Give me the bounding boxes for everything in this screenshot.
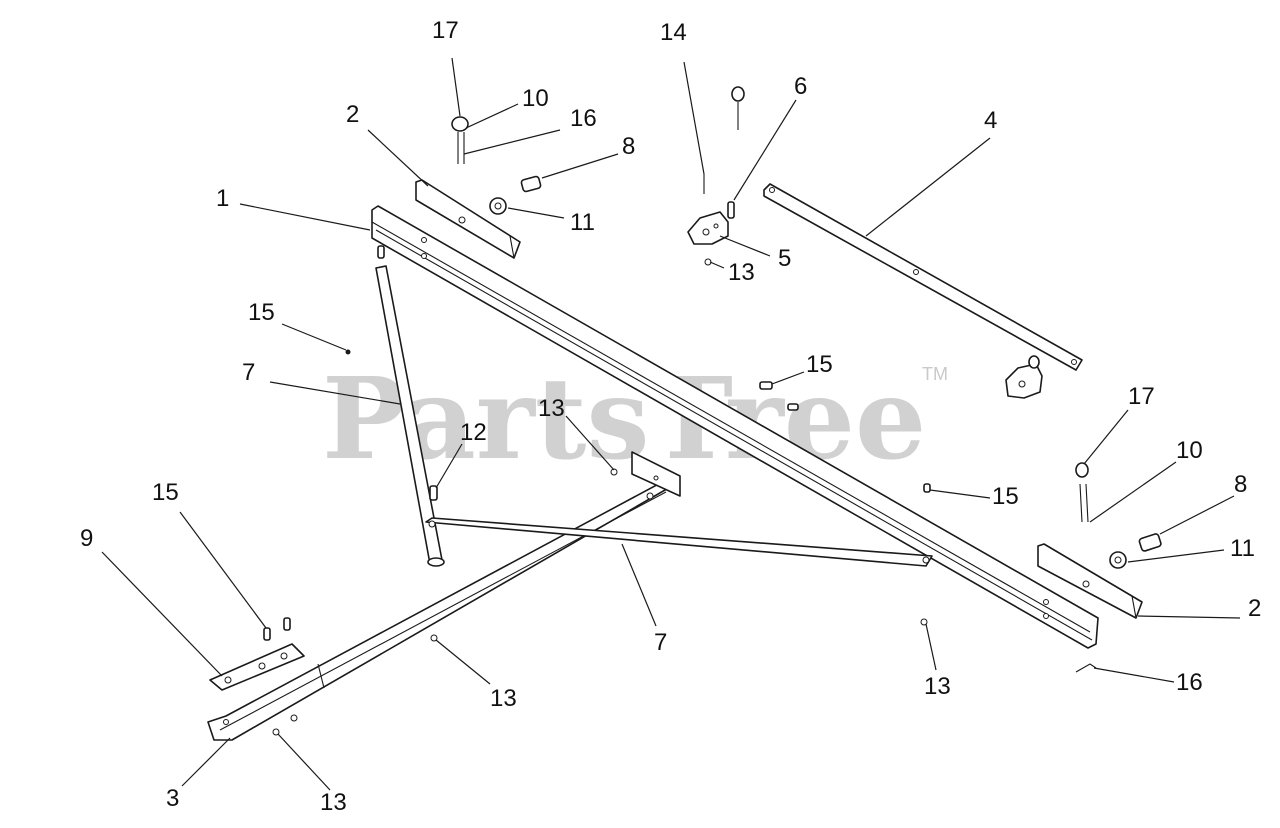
part-15-screw-d[interactable] bbox=[923, 483, 931, 493]
callout-17-upper: 17 bbox=[432, 17, 459, 44]
hardware-group bbox=[263, 86, 1162, 736]
part-15-screw-c[interactable] bbox=[787, 403, 799, 411]
callout-8-lower: 8 bbox=[1234, 471, 1247, 498]
part-8-bolt-lower[interactable] bbox=[1138, 533, 1162, 552]
leader-lines bbox=[101, 57, 1241, 791]
part-15-screw-a[interactable] bbox=[345, 349, 351, 355]
part-3-lower-tube[interactable] bbox=[207, 451, 681, 741]
part-1-long-rail[interactable] bbox=[371, 205, 1099, 649]
part-15-screw-f[interactable] bbox=[283, 617, 291, 631]
callout-9: 9 bbox=[80, 525, 93, 552]
part-12-bolt[interactable] bbox=[429, 485, 438, 501]
callout-13-right: 13 bbox=[924, 673, 951, 700]
part-16-cotter-lower[interactable] bbox=[1075, 663, 1097, 673]
callout-2-lower: 2 bbox=[1248, 595, 1261, 622]
part-5-clamp-upper[interactable] bbox=[687, 211, 729, 245]
callout-13-bottom: 13 bbox=[320, 789, 347, 816]
clamp-lower[interactable] bbox=[1005, 355, 1043, 399]
callout-8-upper: 8 bbox=[622, 133, 635, 160]
callout-16-upper: 16 bbox=[570, 105, 597, 132]
callouts: 17 10 16 2 8 1 11 14 6 4 5 13 15 7 15 13… bbox=[80, 17, 1261, 816]
part-13-nut-a[interactable] bbox=[610, 468, 618, 476]
part-2-bracket-lower[interactable] bbox=[1037, 543, 1143, 619]
part-6-pin[interactable] bbox=[727, 201, 735, 219]
callout-10-upper: 10 bbox=[522, 85, 549, 112]
callout-11-lower: 11 bbox=[1230, 535, 1255, 562]
callout-15-middle: 15 bbox=[806, 351, 833, 378]
callout-4: 4 bbox=[984, 107, 997, 134]
part-13-nut-f[interactable] bbox=[290, 714, 298, 722]
callout-6: 6 bbox=[794, 73, 807, 100]
part-13-nut-c[interactable] bbox=[430, 634, 438, 642]
callout-12: 12 bbox=[460, 419, 487, 446]
part-4-flat-bar[interactable] bbox=[763, 183, 1083, 371]
part-9-plate[interactable] bbox=[209, 643, 305, 691]
callout-3: 3 bbox=[166, 785, 179, 812]
part-2-bracket-upper[interactable] bbox=[415, 179, 521, 259]
part-17-ring-lower[interactable] bbox=[1075, 462, 1089, 478]
part-10-pin-lower[interactable] bbox=[1079, 483, 1083, 523]
callout-10-lower: 10 bbox=[1176, 437, 1203, 464]
watermark-trademark: TM bbox=[922, 364, 948, 384]
callout-13-bracket: 13 bbox=[538, 395, 565, 422]
callout-15-lower-left: 15 bbox=[152, 479, 179, 506]
part-13-nut-e[interactable] bbox=[272, 728, 280, 736]
callout-2-upper: 2 bbox=[346, 101, 359, 128]
callout-5: 5 bbox=[778, 245, 791, 272]
callout-13-tube: 13 bbox=[490, 685, 517, 712]
bolt-top-rail[interactable] bbox=[377, 245, 385, 259]
part-13-nut-d[interactable] bbox=[920, 618, 928, 626]
spring-ring[interactable] bbox=[731, 86, 745, 102]
callout-7-left: 7 bbox=[242, 359, 255, 386]
part-7-brace-right[interactable] bbox=[425, 517, 933, 567]
callout-14: 14 bbox=[660, 19, 687, 46]
callout-16-lower: 16 bbox=[1176, 669, 1203, 696]
callout-15-right: 15 bbox=[992, 483, 1019, 510]
part-15-screw-b[interactable] bbox=[759, 381, 773, 390]
part-13-nut-b[interactable] bbox=[646, 492, 654, 500]
callout-15-upper-left: 15 bbox=[248, 299, 275, 326]
callout-1: 1 bbox=[216, 185, 229, 212]
part-8-bolt-upper[interactable] bbox=[520, 175, 542, 193]
part-7-brace-left[interactable] bbox=[375, 265, 445, 567]
callout-11-upper: 11 bbox=[570, 209, 595, 236]
part-17-ring-upper[interactable] bbox=[451, 116, 469, 132]
callout-17-lower: 17 bbox=[1128, 383, 1155, 410]
callout-7-right: 7 bbox=[654, 629, 667, 656]
callout-13-clamp: 13 bbox=[728, 259, 755, 286]
part-15-screw-e[interactable] bbox=[263, 627, 271, 641]
